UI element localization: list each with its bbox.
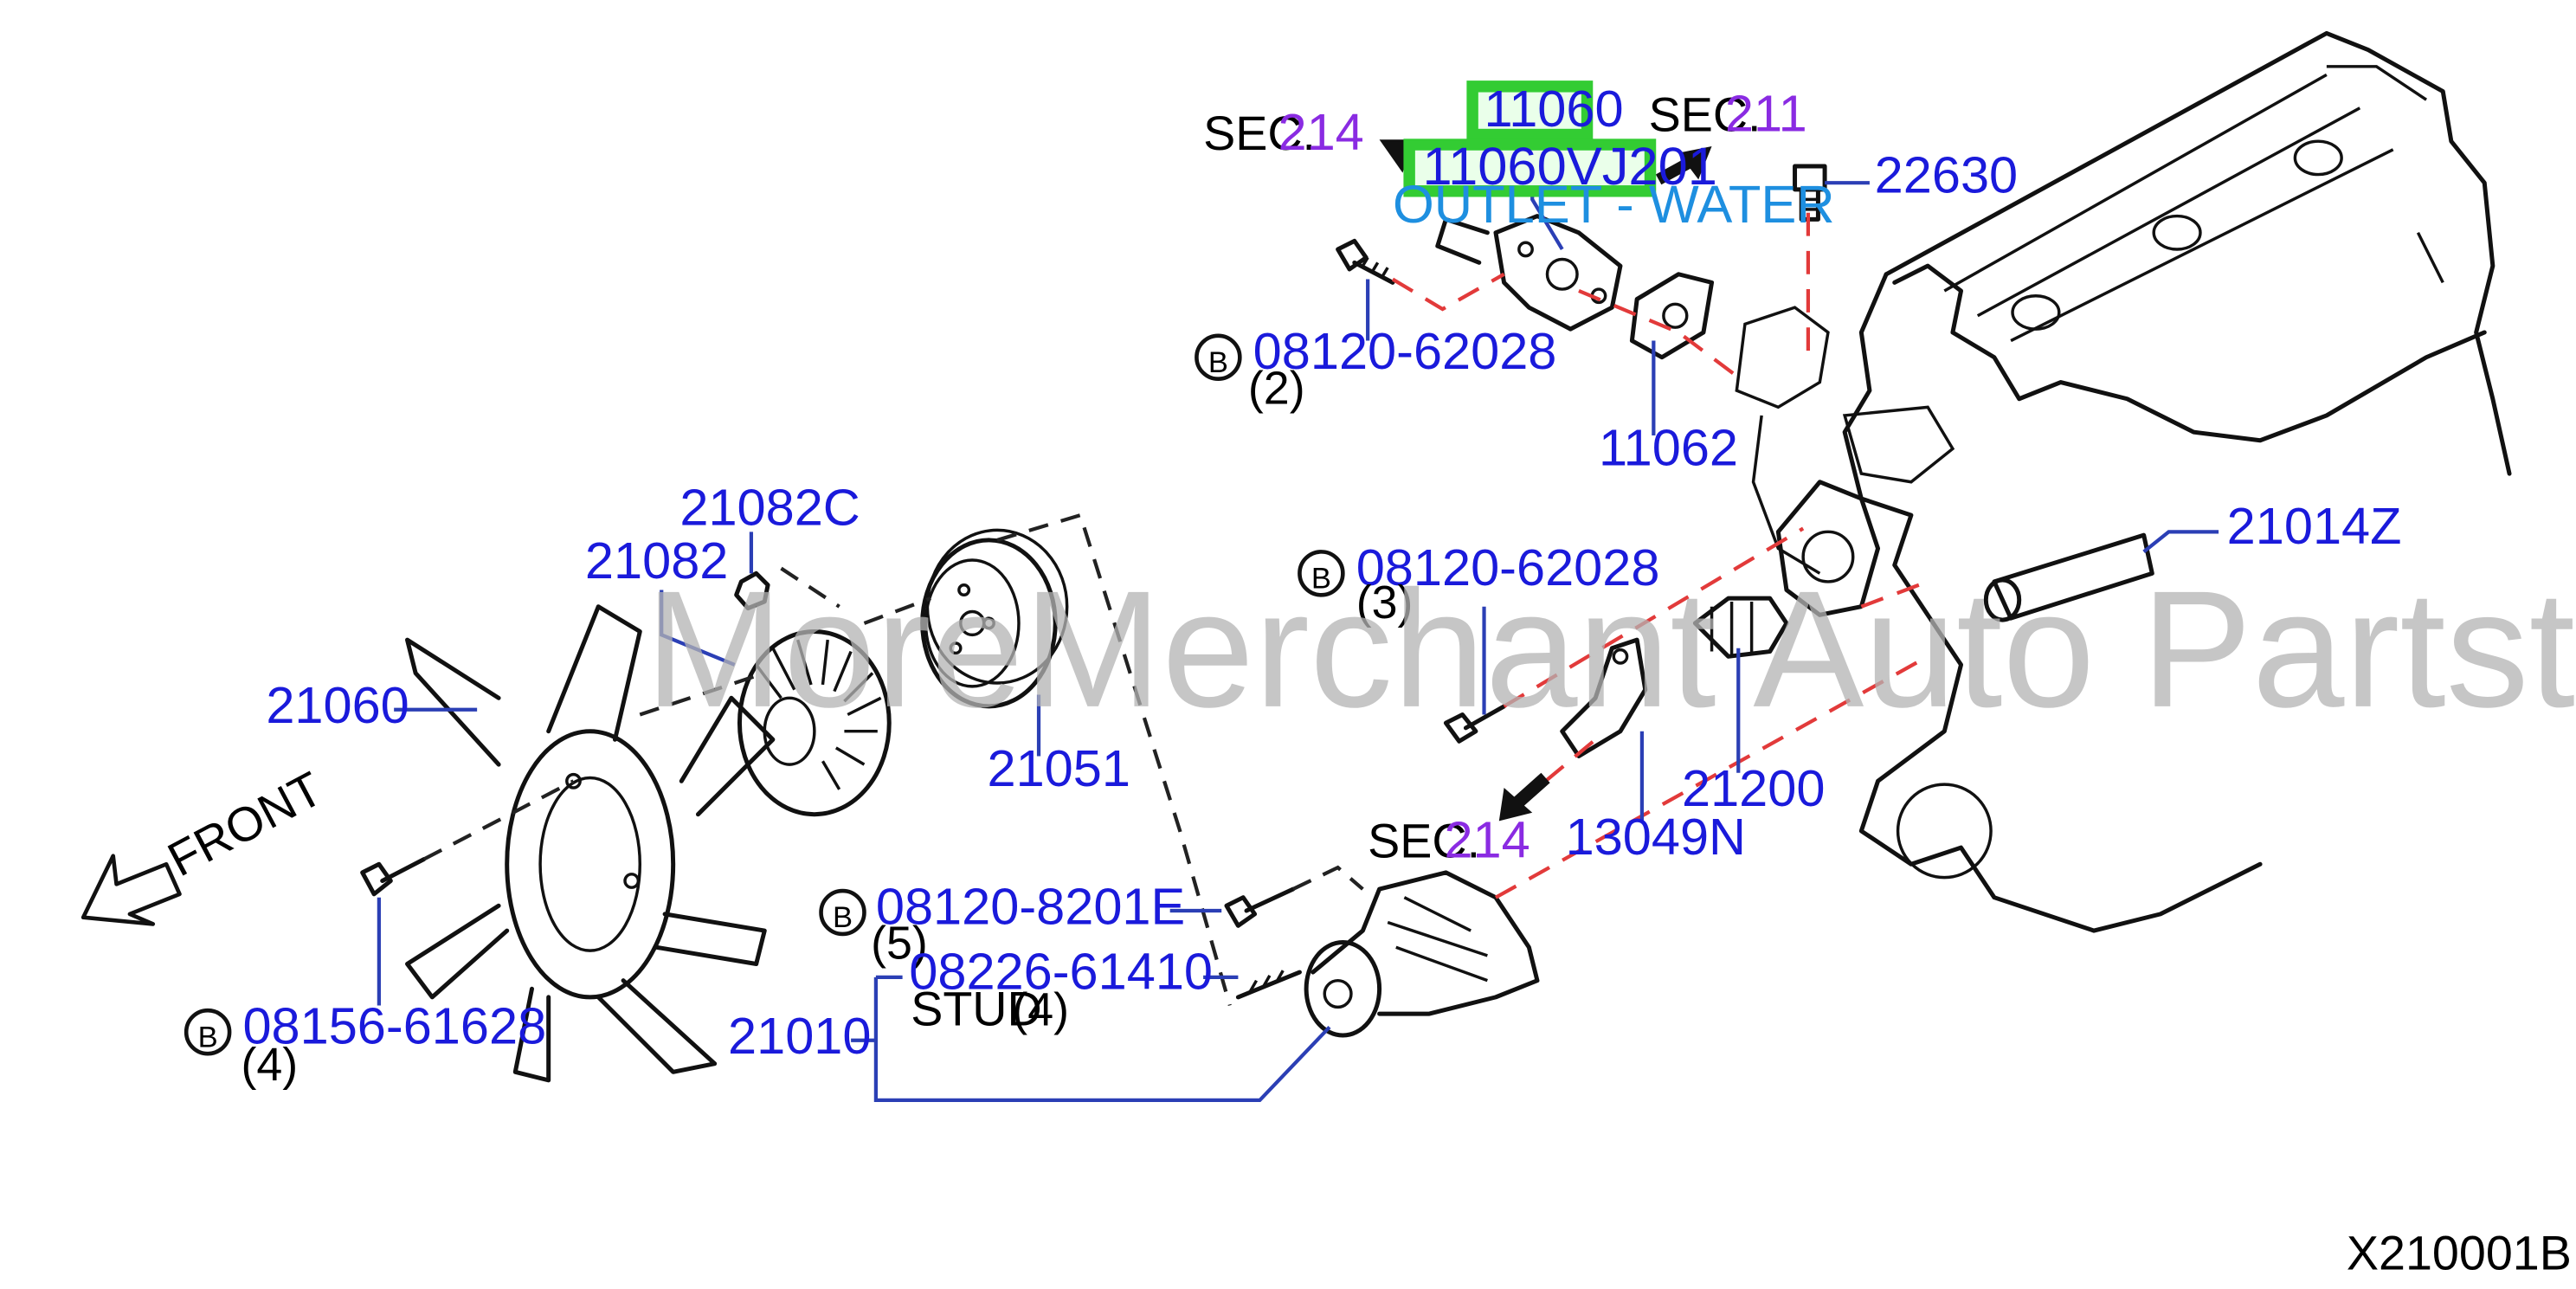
part-label-22630[interactable]: 22630 bbox=[1875, 146, 2018, 204]
bolt-mid-drawing bbox=[1443, 704, 1507, 744]
engine-block-drawing bbox=[1735, 30, 2512, 933]
gasket-11062-drawing bbox=[1629, 272, 1715, 360]
b-marker-a-letter: B bbox=[1208, 346, 1228, 379]
b-marker-c bbox=[819, 888, 866, 937]
leader-lines bbox=[377, 136, 2219, 1103]
part-label-13049n[interactable]: 13049N bbox=[1566, 808, 1746, 866]
highlight-11060 bbox=[1466, 81, 1594, 141]
water-pipe-21014z-drawing bbox=[1983, 532, 2154, 622]
watermark: MoreMerchant Auto Partstore bbox=[645, 556, 2576, 742]
part-label-11060[interactable]: 11060 bbox=[1484, 80, 1624, 138]
part-label-08156-61628[interactable]: 08156-61628 bbox=[242, 997, 546, 1055]
thermostat-21200-drawing bbox=[1692, 596, 1789, 659]
front-label: FRONT bbox=[159, 762, 331, 887]
part-label-21010[interactable]: 21010 bbox=[728, 1007, 871, 1065]
b-marker-c-letter: B bbox=[833, 901, 853, 934]
water-inlet-13049n-drawing bbox=[1560, 637, 1648, 759]
sec-214-mid-link[interactable]: 214 bbox=[1444, 811, 1530, 869]
front-arrow-icon bbox=[80, 854, 182, 926]
b-marker-b-letter: B bbox=[1311, 563, 1331, 596]
part-label-08120-8201e[interactable]: 08120-8201E bbox=[876, 877, 1185, 935]
bolt-bottom-drawing bbox=[1224, 886, 1302, 1000]
part-label-21082c[interactable]: 21082C bbox=[679, 479, 860, 537]
part-label-08120-62028-b[interactable]: 08120-62028 bbox=[1356, 538, 1660, 596]
stud-label: STUD bbox=[911, 983, 1042, 1036]
sec-214-mid-prefix: SEC. bbox=[1368, 815, 1480, 868]
thermostat-housing-drawing bbox=[1775, 480, 1881, 617]
arrow-sec211 bbox=[1655, 145, 1712, 185]
part-label-21060[interactable]: 21060 bbox=[266, 676, 409, 734]
part-label-21082[interactable]: 21082 bbox=[585, 532, 728, 590]
part-label-21014z[interactable]: 21014Z bbox=[2227, 497, 2402, 555]
part-label-08226-61410[interactable]: 08226-61410 bbox=[909, 942, 1213, 1000]
highlight-11060vj201 bbox=[1403, 139, 1657, 197]
qty-3: (3) bbox=[1356, 577, 1414, 628]
diagram-code: X210001B bbox=[2347, 1227, 2572, 1280]
b-marker-d bbox=[184, 1008, 232, 1056]
qty-5: (5) bbox=[871, 918, 928, 970]
part-label-21200[interactable]: 21200 bbox=[1682, 759, 1825, 817]
part-label-21051[interactable]: 21051 bbox=[988, 739, 1130, 797]
part-label-11060vj201[interactable]: 11060VJ201 bbox=[1423, 137, 1717, 197]
qty-4: (4) bbox=[242, 1039, 299, 1091]
fan-21060-drawing bbox=[405, 604, 776, 1083]
part-label-08120-62028-a[interactable]: 08120-62028 bbox=[1253, 322, 1557, 380]
nut-21082c-drawing bbox=[734, 570, 770, 611]
bolt-left-drawing bbox=[360, 857, 427, 897]
water-pump-21010-drawing bbox=[1304, 870, 1540, 1038]
arrow-sec214-mid bbox=[1498, 772, 1550, 822]
fan-clutch-21082-drawing bbox=[737, 629, 892, 817]
sec-211-prefix: SEC. bbox=[1649, 88, 1761, 142]
sec-214-top-prefix: SEC. bbox=[1203, 106, 1316, 160]
pulley-21051-drawing bbox=[920, 528, 1069, 709]
sec-214-top-link[interactable]: 214 bbox=[1278, 103, 1363, 161]
bolt-top-drawing bbox=[1336, 238, 1395, 285]
part-label-11062[interactable]: 11062 bbox=[1599, 419, 1738, 477]
qty-4-stud: (4) bbox=[1012, 984, 1069, 1036]
water-outlet-drawing bbox=[1435, 214, 1623, 332]
assembly-lines bbox=[422, 212, 1929, 1007]
b-marker-a bbox=[1195, 333, 1242, 382]
qty-2: (2) bbox=[1248, 363, 1305, 415]
b-marker-d-letter: B bbox=[198, 1021, 218, 1054]
description-outlet-water: OUTLET - WATER bbox=[1393, 175, 1835, 235]
b-marker-b bbox=[1298, 550, 1345, 597]
sec-211-link[interactable]: 211 bbox=[1725, 85, 1807, 143]
